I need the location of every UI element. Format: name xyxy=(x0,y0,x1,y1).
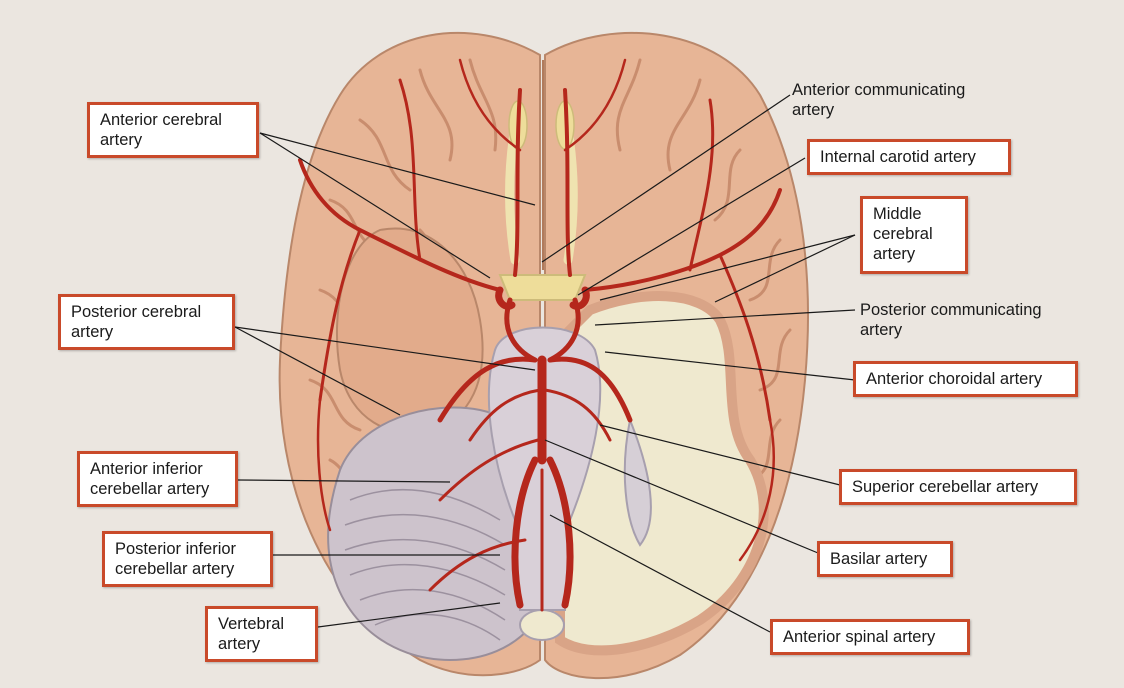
spinal-cord xyxy=(519,609,565,641)
internal-carotid-left-vessel xyxy=(495,286,516,310)
vertebral-right-vessel xyxy=(546,456,574,609)
middle-cerebral-left-vessel xyxy=(298,158,502,292)
vertebral-left-vessel xyxy=(511,456,539,609)
anterior-cerebral-right-vessel xyxy=(563,88,572,277)
cerebellar-folia xyxy=(344,488,506,641)
label-anterior-choroidal-artery: Anterior choroidal artery xyxy=(853,361,1078,397)
label-anterior-cerebral-artery: Anterior cerebral artery xyxy=(87,102,259,158)
label-internal-carotid-artery: Internal carotid artery xyxy=(807,139,1011,175)
label-middle-cerebral-artery: Middle cerebral artery xyxy=(860,196,968,274)
arteries xyxy=(298,58,782,612)
superior-cerebellar-left-vessel xyxy=(468,388,542,442)
label-basilar-artery: Basilar artery xyxy=(817,541,953,577)
label-posterior-communicating-artery: Posterior communicating artery xyxy=(860,301,1042,339)
ventricle xyxy=(623,416,652,547)
label-superior-cerebellar-artery: Superior cerebellar artery xyxy=(839,469,1077,505)
label-anterior-spinal-artery: Anterior spinal artery xyxy=(770,619,970,655)
aica-vessel xyxy=(438,438,540,502)
posterior-cerebral-left-vessel xyxy=(437,356,538,423)
anterior-cerebral-left-vessel xyxy=(513,88,522,277)
label-posterior-inferior-cerebellar-artery: Posterior inferior cerebellar artery xyxy=(102,531,273,587)
label-posterior-cerebral-artery: Posterior cerebral artery xyxy=(58,294,235,350)
posterior-cerebral-right-vessel xyxy=(547,356,633,423)
pica-vessel xyxy=(428,538,527,592)
internal-carotid-right-vessel xyxy=(569,286,590,310)
label-vertebral-artery: Vertebral artery xyxy=(205,606,318,662)
leader-lines xyxy=(234,94,856,633)
superior-cerebellar-right-vessel xyxy=(543,388,612,442)
optic-chiasm xyxy=(498,274,587,301)
label-anterior-inferior-cerebellar-artery: Anterior inferior cerebellar artery xyxy=(77,451,238,507)
label-anterior-communicating-artery: Anterior communicating artery xyxy=(792,81,966,119)
